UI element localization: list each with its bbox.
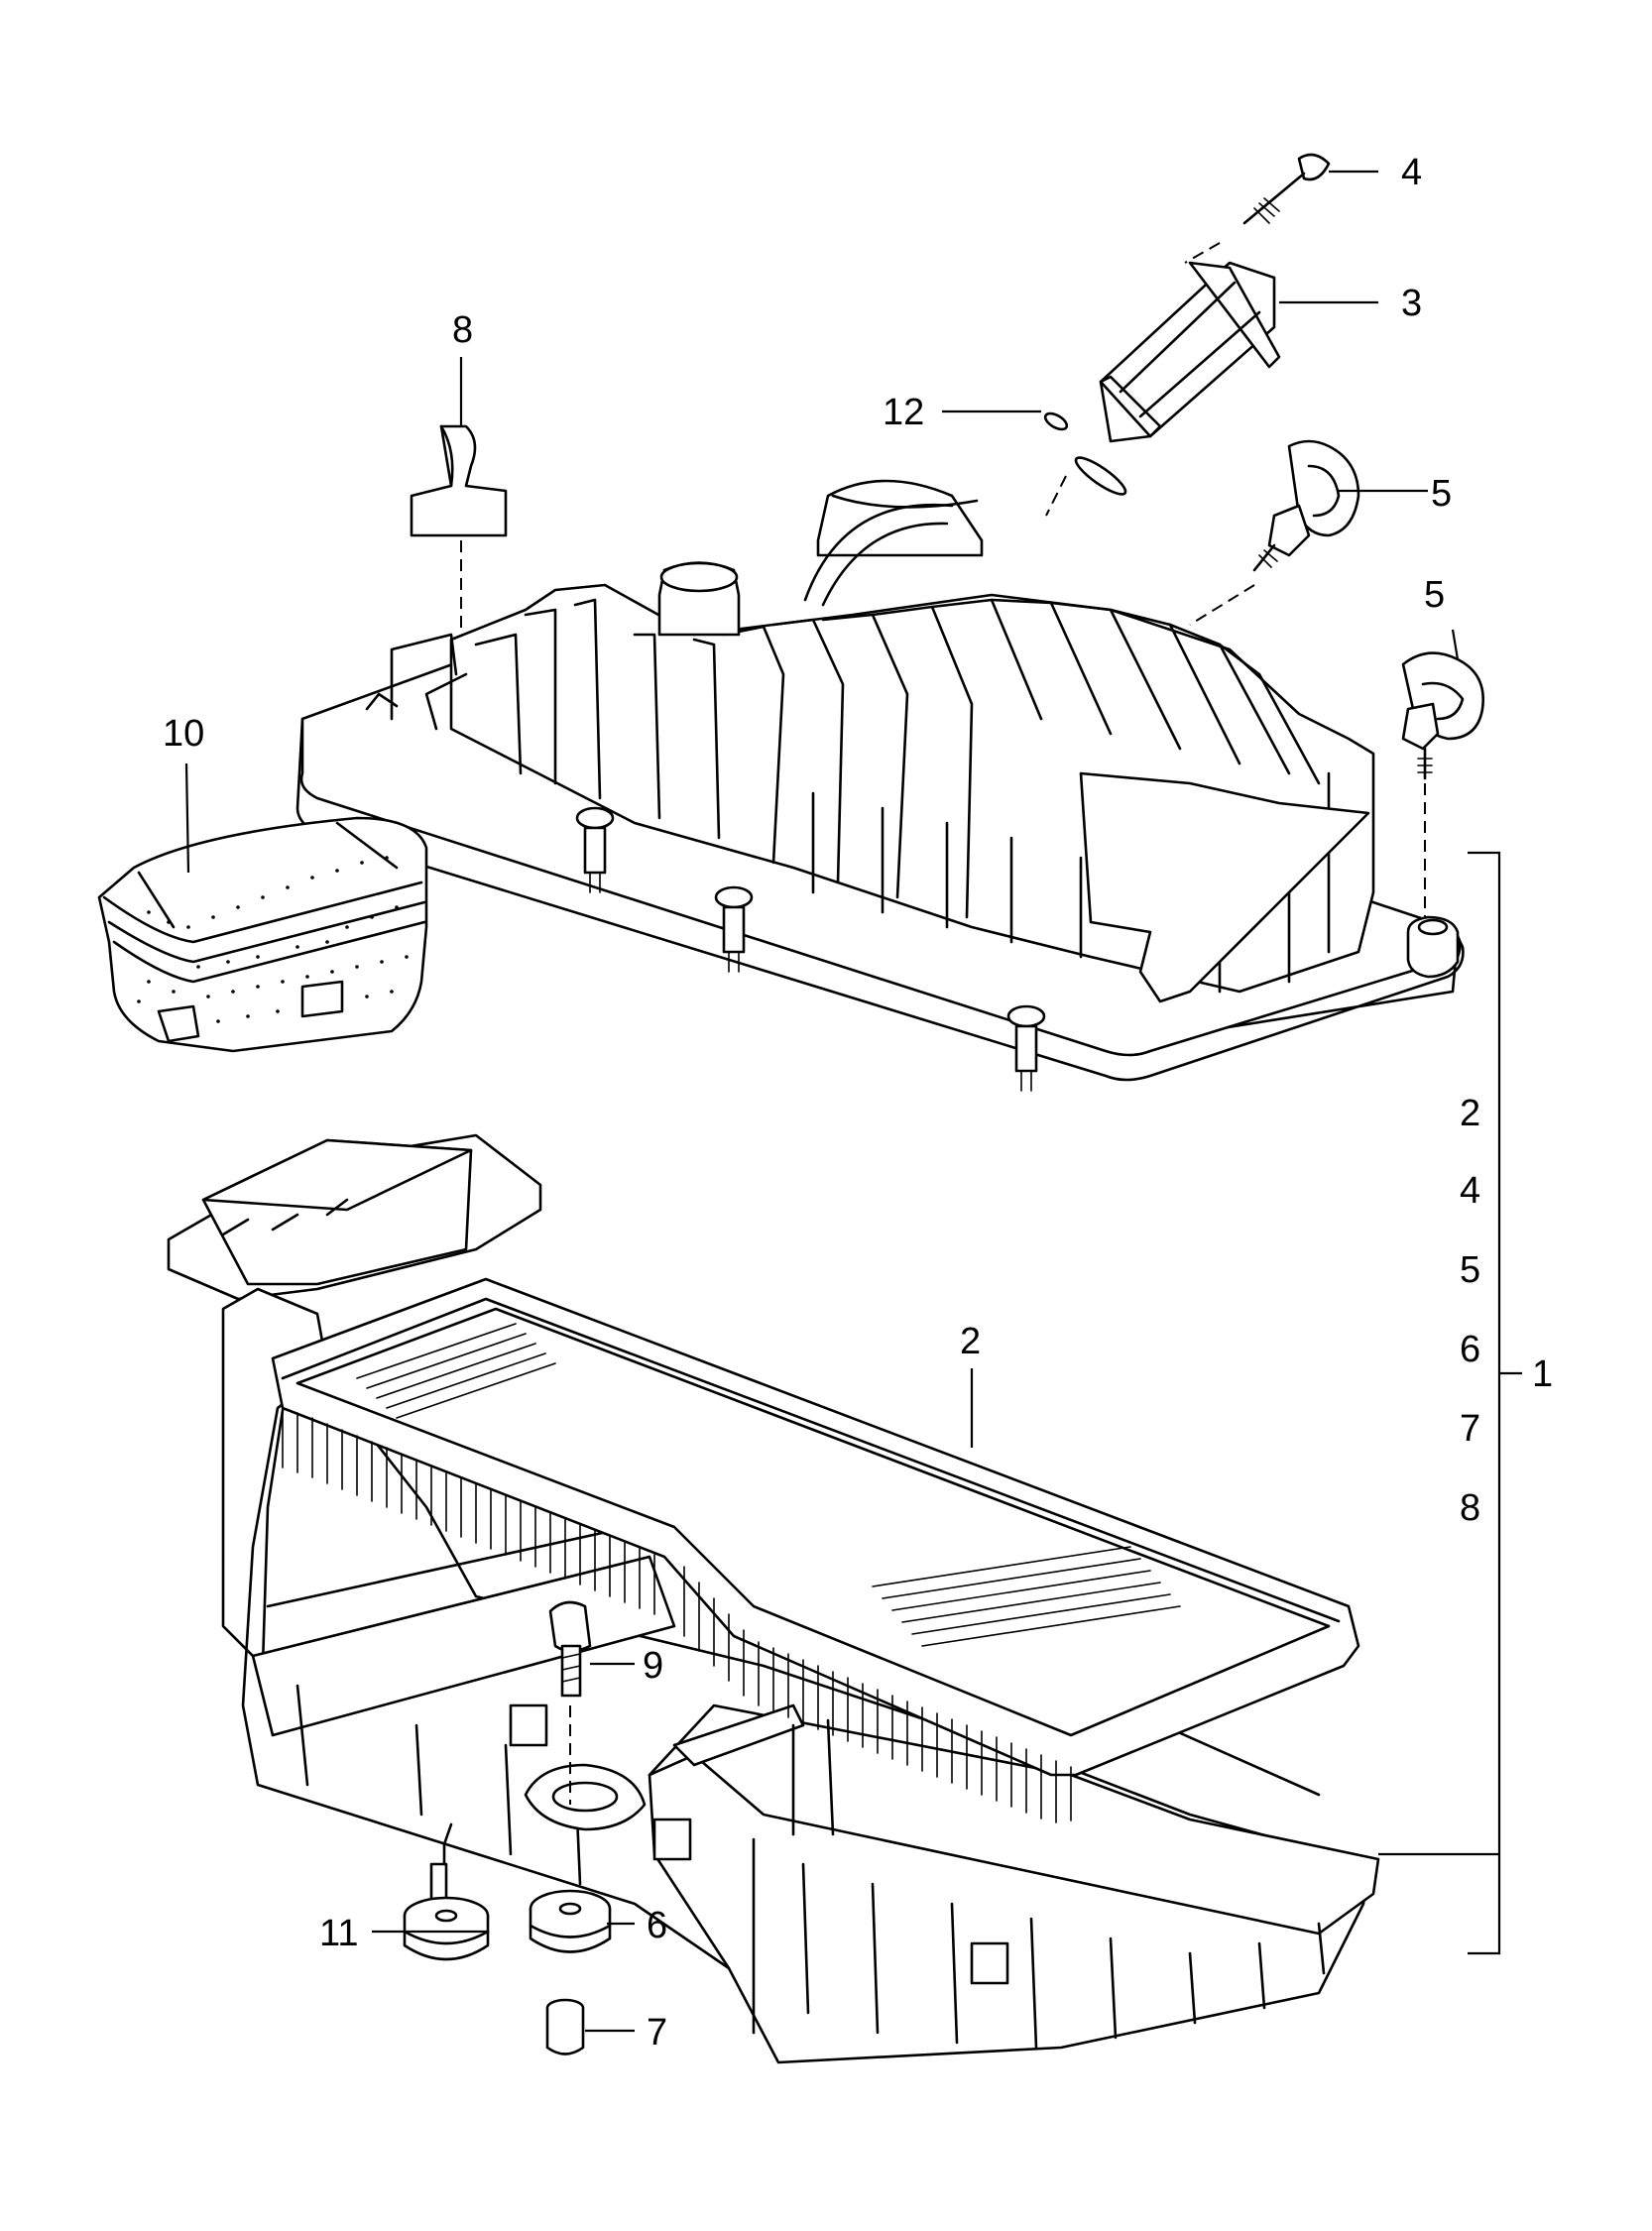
upper-housing-cover <box>295 479 1465 1092</box>
kit-item: 7 <box>1460 1408 1480 1450</box>
kit-item: 2 <box>1460 1093 1480 1134</box>
part-11-grommet <box>403 1896 490 1961</box>
filter-hatching <box>356 1323 1181 1647</box>
callout-11: 11 <box>319 1913 358 1954</box>
cover-bolt-3 <box>1006 1004 1046 1092</box>
part-10-filter-screen <box>97 816 428 1053</box>
part-3-intake-adapter <box>1099 261 1281 443</box>
cover-bolt-1 <box>575 806 615 893</box>
part-2-filter-element <box>271 1277 1360 1823</box>
callout-5-upper: 5 <box>1431 473 1452 515</box>
callout-9: 9 <box>643 1645 663 1687</box>
callout-10: 10 <box>163 713 204 755</box>
filter-pleats <box>282 1407 1072 1823</box>
part-4-screw <box>1242 153 1331 225</box>
part-9-bolt <box>548 1600 592 1698</box>
kit-item: 4 <box>1460 1170 1480 1212</box>
callout-8: 8 <box>452 309 473 351</box>
part-7-sleeve <box>545 1998 585 2055</box>
part-8-spring-clip <box>410 424 508 537</box>
part-6-grommet <box>529 1889 612 1953</box>
callout-7: 7 <box>647 2012 667 2054</box>
kit-contents-list: 2 4 5 6 7 8 <box>1460 1093 1480 1529</box>
part-5-hose-clip-upper <box>1252 439 1360 572</box>
assembly-lines <box>460 242 1426 1805</box>
callout-6: 6 <box>647 1905 667 1946</box>
part-5-hose-clip-lower <box>1401 651 1484 780</box>
kit-item: 8 <box>1460 1487 1480 1529</box>
callout-12: 12 <box>883 392 924 433</box>
kit-item: 6 <box>1460 1329 1480 1370</box>
callout-1: 1 <box>1532 1353 1553 1395</box>
kit-item: 5 <box>1460 1249 1480 1291</box>
callout-3: 3 <box>1401 283 1422 324</box>
callout-2: 2 <box>960 1321 981 1362</box>
callout-labels: 4 3 12 5 5 8 10 2 9 11 6 7 1 <box>163 152 1553 2054</box>
leader-lines <box>184 170 1522 2033</box>
cover-bolt-2 <box>714 885 754 973</box>
callout-4: 4 <box>1401 152 1422 193</box>
part-12-o-ring <box>1043 411 1127 496</box>
screen-dots <box>137 856 409 1023</box>
callout-5-lower: 5 <box>1424 574 1445 616</box>
